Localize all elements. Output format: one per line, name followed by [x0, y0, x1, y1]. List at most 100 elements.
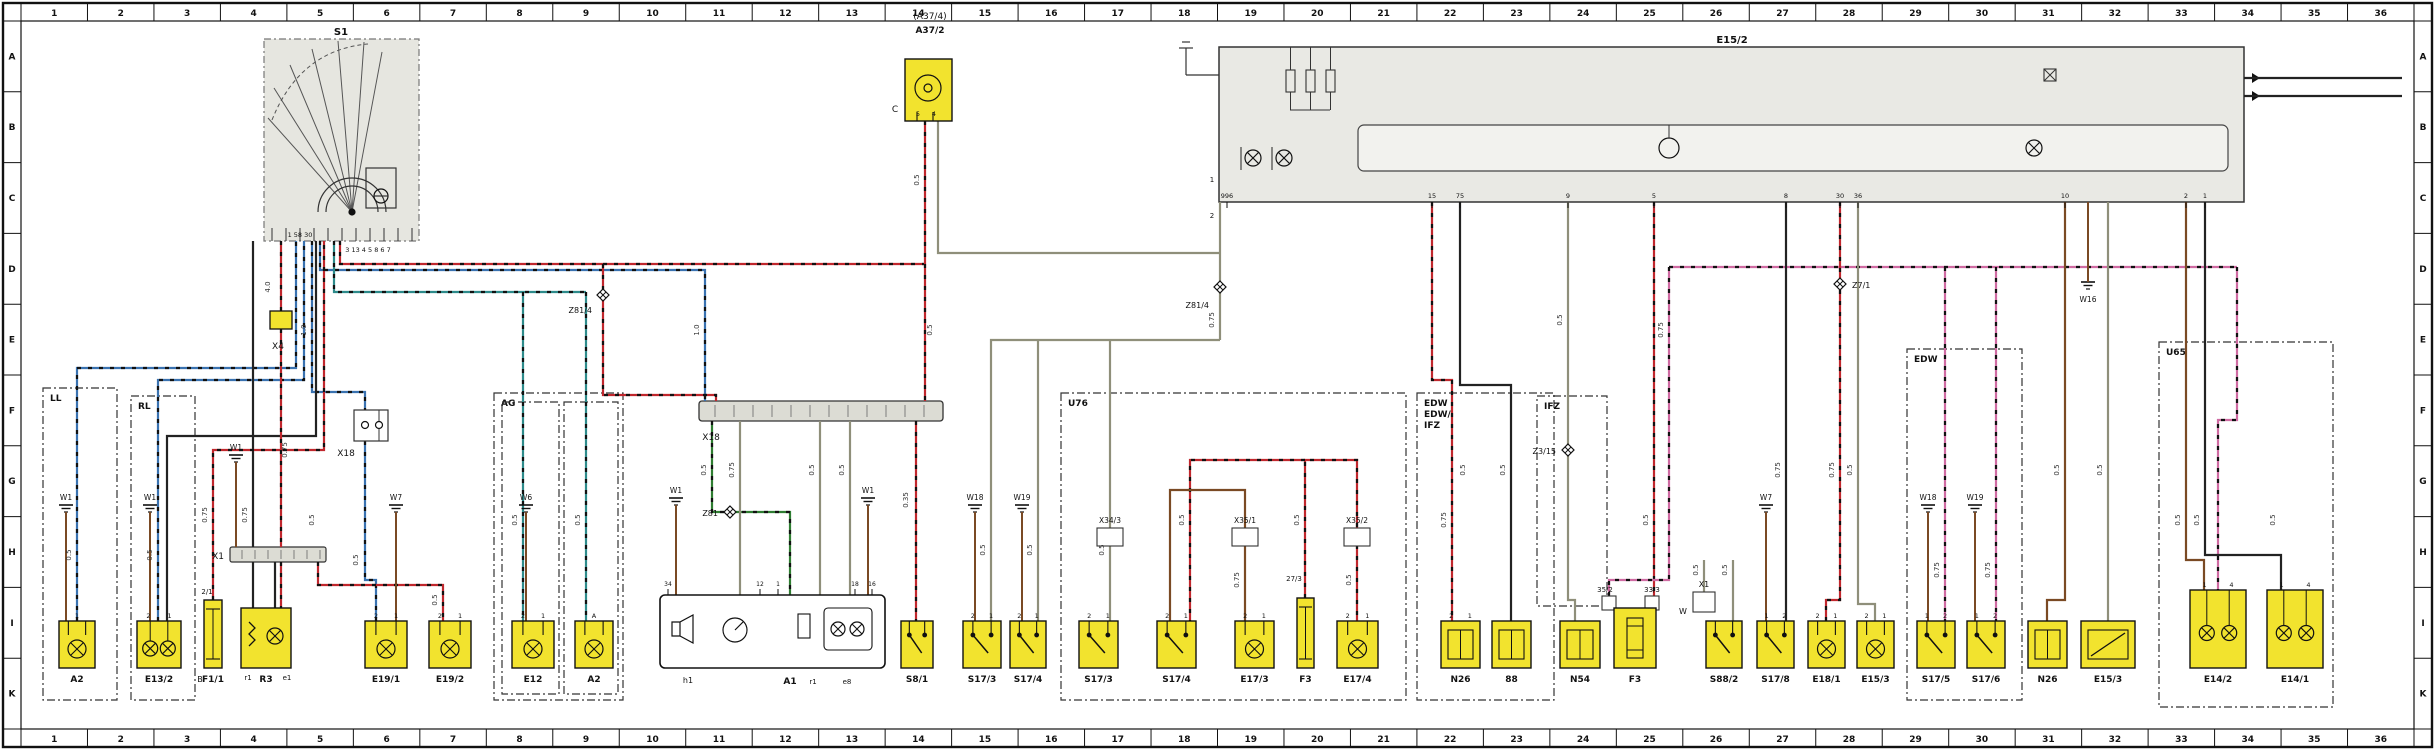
component-E19/1 — [364, 620, 408, 669]
grid-col-label: 32 — [2109, 9, 2122, 19]
grid-col-label: 24 — [1577, 735, 1590, 745]
grid-col-label: 34 — [2242, 735, 2255, 745]
pin-label: 1 — [1925, 612, 1929, 620]
component-label: E12 — [524, 675, 543, 685]
grid-row-label: K — [9, 690, 17, 700]
component-S17/3 — [962, 620, 1002, 669]
grid-col-label: 24 — [1577, 9, 1590, 19]
lamp-icon — [1244, 149, 1262, 167]
connector-icon — [2043, 68, 2057, 82]
component-label: E14/2 — [2204, 675, 2232, 685]
grid-col-label: 10 — [646, 9, 659, 19]
label-bg — [1712, 33, 1754, 46]
wire-gauge-label: 0.75 — [1984, 562, 1992, 578]
pin-label: 2 — [1165, 612, 1169, 620]
wire-blue — [75, 241, 298, 621]
splice-icon — [1836, 280, 1844, 288]
grid-col-label: 18 — [1178, 735, 1191, 745]
speaker-icon — [671, 613, 694, 645]
text-label: X1 — [212, 552, 224, 562]
container-label: IFZ — [1424, 421, 1440, 431]
splice-icon — [1564, 446, 1572, 454]
pin-label: 1 — [1184, 612, 1188, 620]
grid-col-label: 29 — [1909, 9, 1922, 19]
ground-label: W16 — [2080, 295, 2097, 304]
container-label: EDW — [1424, 399, 1448, 409]
connector-box — [1692, 591, 1716, 613]
lamp-cross-icon — [2300, 627, 2312, 639]
container-label: LL — [50, 394, 62, 404]
ground-label: W18 — [1920, 493, 1937, 502]
grid-col-label: 12 — [779, 9, 792, 19]
lamp-cross-icon — [162, 642, 174, 655]
pin-label: 1 — [1106, 612, 1110, 620]
component-E17/4 — [1336, 620, 1379, 669]
lamp-icon — [1244, 639, 1265, 659]
switch-blade — [1766, 634, 1782, 654]
container-label: RL — [138, 402, 151, 412]
wire-stripe-red — [1430, 202, 1454, 621]
component-E18/1 — [1807, 620, 1846, 669]
lamp-icon — [2221, 624, 2238, 642]
component-F3 — [1613, 607, 1657, 669]
pin-label: 1 — [1882, 612, 1886, 620]
pin-label: 1 — [1468, 612, 1472, 620]
lamp-cross-icon — [1868, 642, 1883, 656]
ground-label: W1 — [670, 486, 682, 495]
ground-label: W18 — [967, 493, 984, 502]
wire-black — [1458, 202, 1513, 621]
wire-gauge-label: 0.5 — [926, 324, 934, 335]
grid-col-label: 35 — [2308, 735, 2321, 745]
splice-icon — [726, 508, 734, 516]
wire-teal — [332, 241, 586, 294]
splice-label: Z81 — [702, 509, 718, 518]
grid-row-label: E — [2420, 336, 2426, 346]
splice-label: Z3/15 — [1533, 447, 1556, 456]
grid-col-label: 28 — [1843, 9, 1856, 19]
pin-label: 2 — [1087, 612, 1091, 620]
lamp-cross-icon — [587, 642, 601, 656]
component-A2 — [58, 620, 96, 669]
text-label: 35/2 — [1597, 586, 1613, 594]
component-label: E19/1 — [372, 675, 400, 685]
text-label: e8 — [843, 678, 852, 686]
grid-col-label: 36 — [2374, 9, 2387, 19]
lamp-icon — [2275, 624, 2292, 642]
splice-label: Z81/4 — [569, 306, 592, 315]
ground-label: W1 — [144, 493, 156, 502]
switch-contact — [1992, 632, 1998, 638]
wire-gauge-label: 0.5 — [511, 514, 519, 525]
text-label: X35/2 — [1346, 516, 1368, 525]
switch-contact — [988, 632, 994, 638]
container-label: U76 — [1068, 399, 1088, 409]
wire-gauge-label: 0.5 — [838, 464, 846, 475]
lamp-cross-icon — [379, 642, 393, 656]
switch-contact — [1781, 632, 1787, 638]
resistor-icon — [248, 621, 256, 647]
pin-label: 36 — [1854, 192, 1862, 200]
component-S17/4 — [1156, 620, 1197, 669]
wire-gauge-label: 0.5 — [1098, 544, 1106, 555]
grid-row-label: C — [2420, 194, 2427, 204]
grid-col-label: 26 — [1710, 735, 1723, 745]
wire-brown — [1168, 488, 1247, 621]
text-label: X34/3 — [1099, 516, 1121, 525]
container-sub — [563, 401, 619, 695]
grid-row-label: C — [9, 194, 16, 204]
grid-col-label: 36 — [2374, 735, 2387, 745]
component-label: E17/4 — [1343, 675, 1371, 685]
splice-label: Z81/4 — [1186, 301, 1209, 310]
grid-row-label: F — [2420, 406, 2426, 416]
grid-col-label: 30 — [1976, 9, 1989, 19]
pin-label: 1 — [167, 612, 171, 620]
pin-label: 18 — [851, 581, 859, 588]
grid-col-label: 15 — [979, 9, 992, 19]
grid-col-label: 34 — [2242, 9, 2255, 19]
fuse-icon — [1626, 617, 1644, 659]
connector-pin — [374, 420, 384, 430]
connector-icon — [2043, 68, 2057, 82]
pin-label: 9 — [1566, 192, 1570, 200]
wire-gauge-label: 0.5 — [808, 464, 816, 475]
